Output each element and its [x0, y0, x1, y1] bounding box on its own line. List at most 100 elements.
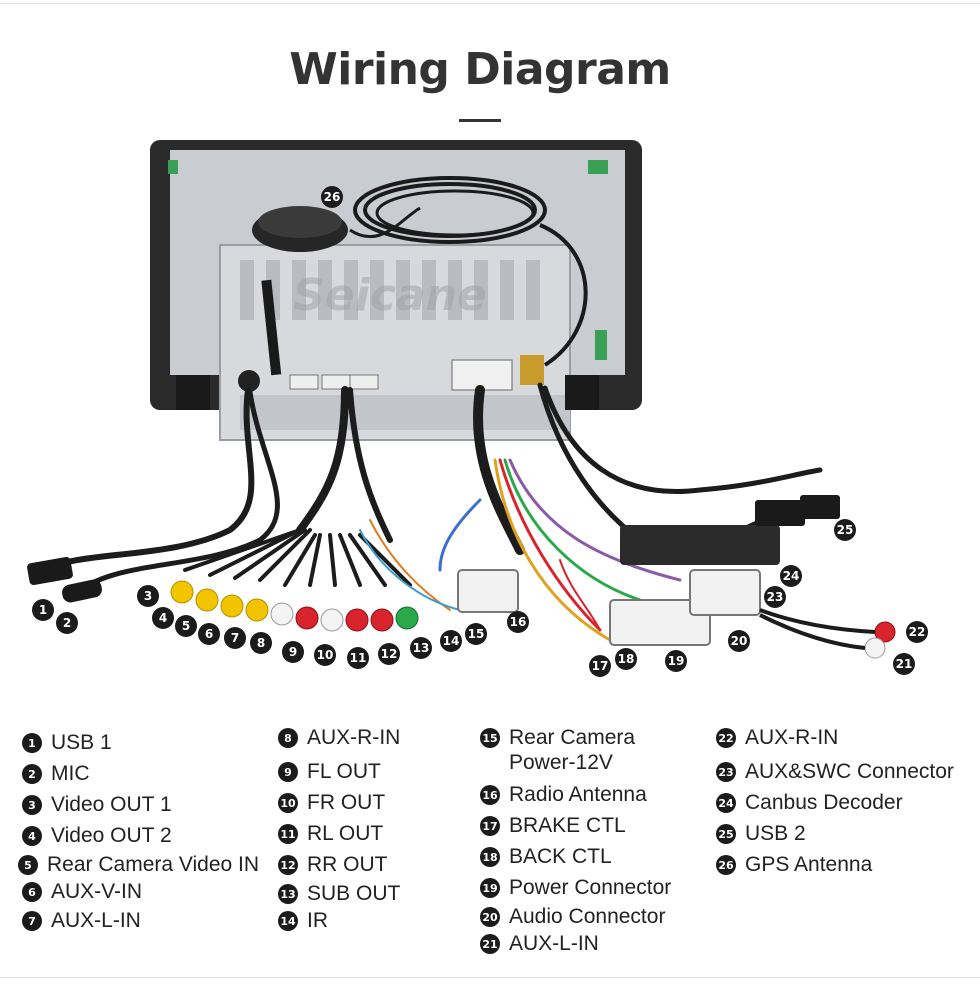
page-title: Wiring Diagram — [289, 44, 671, 95]
legend-number: 25 — [716, 824, 736, 844]
title-underline — [459, 119, 501, 122]
mount-left — [176, 375, 210, 410]
audio-connector — [689, 569, 761, 616]
legend-label: MIC — [51, 762, 90, 785]
legend-label: Canbus Decoder — [745, 791, 903, 814]
legend-label: AUX-L-IN — [51, 909, 141, 932]
aux-rca-plugs — [759, 608, 896, 659]
legend-number: 1 — [22, 733, 42, 753]
legend-number: 8 — [278, 728, 298, 748]
gps-port — [238, 370, 260, 392]
usb2-plug-a — [755, 500, 805, 526]
callout-2: 2 — [56, 612, 78, 634]
legend-label: USB 1 — [51, 731, 112, 754]
legend-label: AUX-L-IN — [509, 932, 599, 955]
callout-1: 1 — [32, 599, 54, 621]
radio-antenna-plug — [457, 569, 519, 613]
legend-number: 14 — [278, 911, 298, 931]
callout-17: 17 — [589, 655, 611, 677]
legend-item: 2 MIC — [22, 761, 90, 786]
legend-item: 7 AUX-L-IN — [22, 908, 141, 933]
legend-label: SUB OUT — [307, 882, 401, 905]
legend-label: AUX-R-IN — [745, 726, 839, 749]
callout-25: 25 — [834, 519, 856, 541]
legend-number: 16 — [480, 785, 500, 805]
legend-number: 5 — [18, 855, 38, 875]
watermark: Seicane — [293, 270, 487, 321]
legend-item: 11 RL OUT — [278, 821, 383, 846]
legend-number: 15 — [480, 728, 500, 748]
legend-item: 12 RR OUT — [278, 852, 388, 877]
legend-number: 10 — [278, 793, 298, 813]
legend-label: FL OUT — [307, 760, 381, 783]
legend-item: 5 Rear Camera Video IN — [18, 852, 259, 877]
legend-number: 23 — [716, 762, 736, 782]
legend-label: AUX-V-IN — [51, 880, 143, 903]
callout-23: 23 — [764, 586, 786, 608]
legend-item: 23 AUX&SWC Connector — [716, 759, 954, 784]
callout-16: 16 — [507, 611, 529, 633]
gps-antenna — [252, 176, 588, 367]
mount-right — [565, 375, 599, 410]
callout-7: 7 — [224, 627, 246, 649]
callout-14: 14 — [440, 630, 462, 652]
rca-plugs — [170, 580, 419, 632]
callout-5: 5 — [175, 615, 197, 637]
usb1-mic-jacks — [27, 556, 102, 603]
green-tab-right — [588, 160, 608, 174]
legend-number: 9 — [278, 762, 298, 782]
legend-item: 19 Power Connector — [480, 875, 671, 900]
legend-number: 13 — [278, 884, 298, 904]
legend-item: 1 USB 1 — [22, 730, 112, 755]
green-tab-left — [168, 160, 178, 174]
legend-item: 13 SUB OUT — [278, 881, 400, 906]
bottom-divider — [0, 977, 980, 978]
callout-20: 20 — [728, 630, 750, 652]
legend-label: IR — [307, 909, 328, 932]
main-harness-port — [451, 359, 513, 391]
callout-6: 6 — [198, 623, 220, 645]
legend-label: Video OUT 1 — [51, 793, 172, 816]
port-small-a — [289, 374, 319, 390]
callout-21: 21 — [893, 653, 915, 675]
legend-label: Rear Camera Video IN — [47, 853, 260, 876]
legend-label: AUX-R-IN — [307, 726, 401, 749]
legend-number: 12 — [278, 855, 298, 875]
canbus-decoder-box — [620, 525, 780, 565]
callout-8: 8 — [250, 632, 272, 654]
legend-item: 16 Radio Antenna — [480, 782, 647, 807]
legend-number: 2 — [22, 764, 42, 784]
legend-label: Power Connector — [509, 876, 672, 899]
legend-number: 17 — [480, 816, 500, 836]
legend-label: AUX&SWC Connector — [745, 760, 954, 783]
usb2-plug-b — [800, 495, 840, 519]
colored-wires — [359, 458, 682, 642]
callout-3: 3 — [137, 585, 159, 607]
callout-9: 9 — [282, 641, 304, 663]
callout-10: 10 — [314, 644, 336, 666]
legend-label: RR OUT — [307, 853, 388, 876]
legend-label: Video OUT 2 — [51, 824, 172, 847]
bottom-vents — [240, 395, 570, 430]
wifi-antenna — [261, 279, 282, 376]
legend-label: Radio Antenna — [509, 783, 647, 806]
callout-15: 15 — [465, 623, 487, 645]
legend-number: 3 — [22, 795, 42, 815]
legend-number: 19 — [480, 878, 500, 898]
callout-13: 13 — [410, 637, 432, 659]
legend-number: 11 — [278, 824, 298, 844]
legend-label: GPS Antenna — [745, 853, 873, 876]
legend-label: RL OUT — [307, 822, 384, 845]
power-connector — [609, 599, 711, 646]
legend-number: 7 — [22, 911, 42, 931]
